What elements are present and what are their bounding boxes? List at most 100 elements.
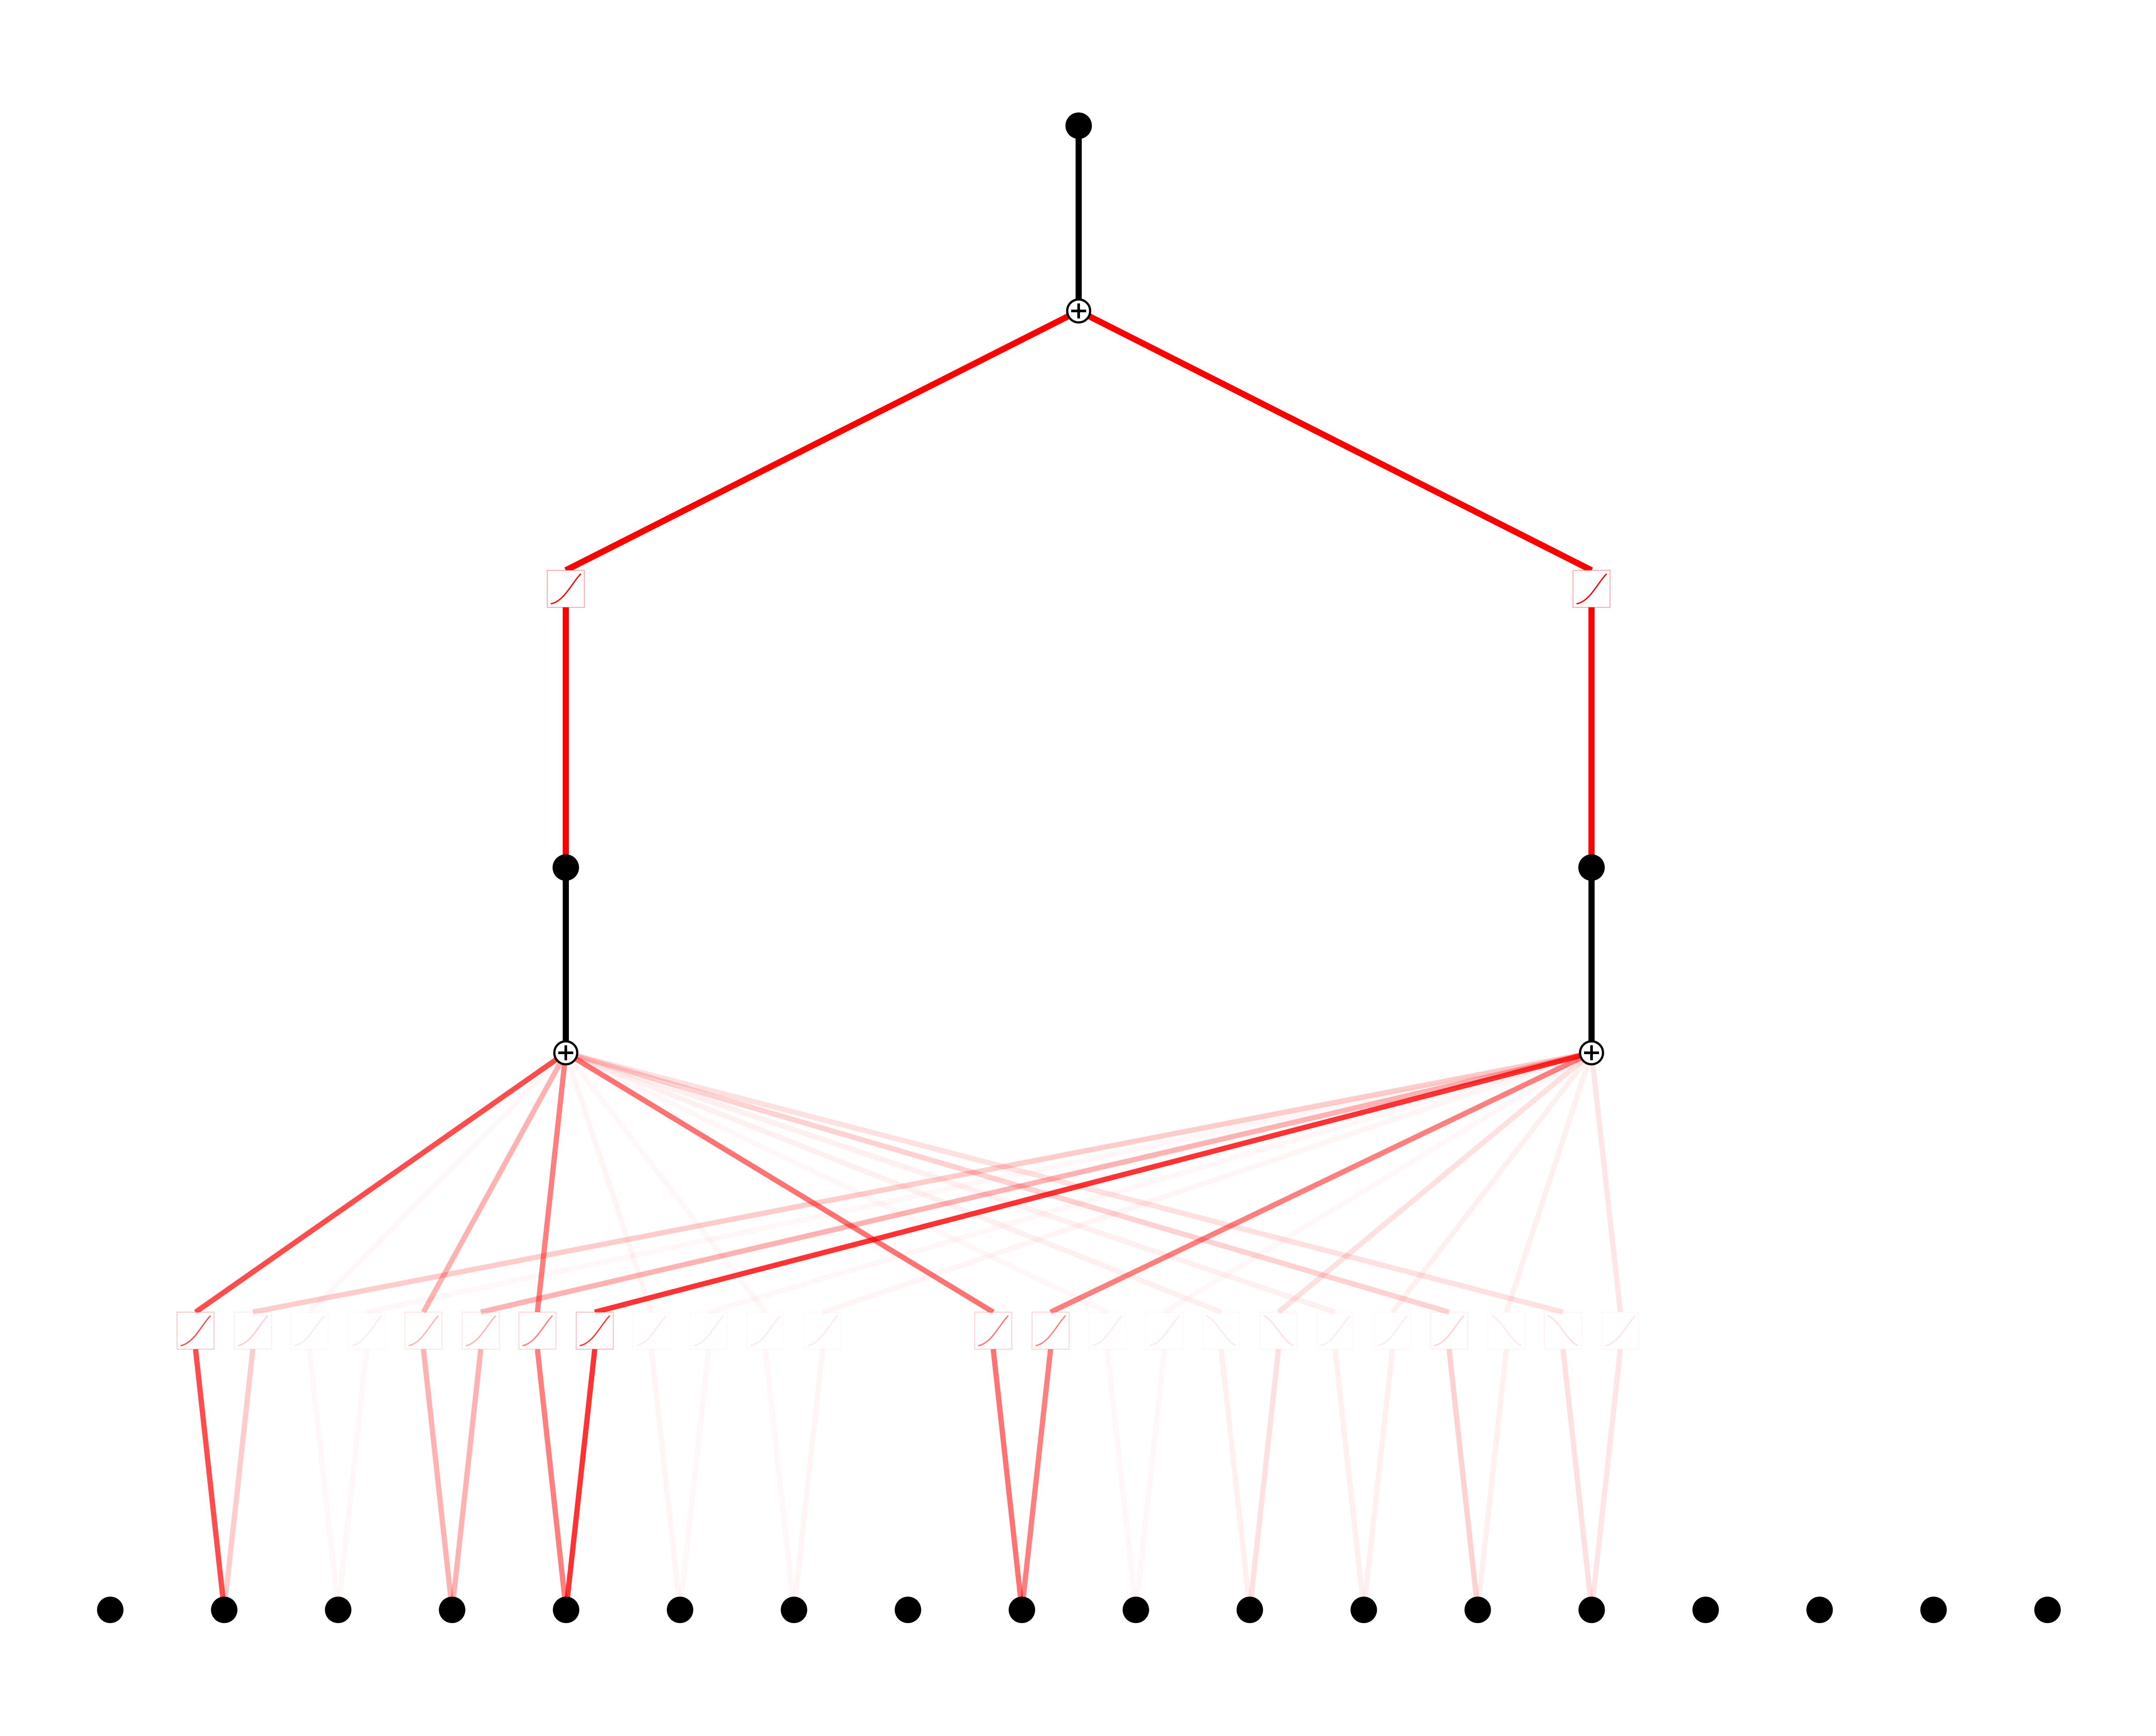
activation-box-in11-h1 [1374,1312,1411,1349]
activation-box-in13-h1-frame [1602,1312,1639,1349]
edge-input-10-to-box-h0 [1218,1349,1253,1610]
activation-box-in8-h0-curve [978,1315,1009,1347]
hidden-node-links [563,126,1595,1053]
activation-box-hidden-0-curve [550,573,582,605]
edge-box-3-to-hidden-0 [421,1051,568,1313]
edge-input-4-to-box-h1 [563,1349,598,1610]
activation-box-in2-h0-frame [291,1312,328,1349]
input-node-13 [1578,1597,1605,1623]
input-node-17 [2034,1597,2061,1623]
edge-box-10-to-hidden-1 [1277,1051,1593,1314]
activation-box-in12-h1-curve [1491,1315,1522,1347]
activation-box-in10-h1 [1259,1312,1298,1350]
activation-box-in10-h0-frame [1203,1312,1240,1349]
activation-box-in9-h1-frame [1146,1312,1183,1349]
edge-box-6-to-hidden-1 [822,1050,1592,1315]
activation-box-in5-h0 [633,1312,670,1349]
activation-box-in8-h1 [1031,1312,1070,1350]
hidden-sum-node-0 [553,1040,579,1066]
edge-box-8-to-hidden-0 [564,1050,995,1315]
activation-box-in2-h0-curve [294,1315,325,1347]
input-node-12 [1464,1597,1491,1623]
activation-box-in8-h0 [974,1312,1013,1350]
activation-box-in10-h1-frame [1259,1312,1298,1350]
activation-box-in13-h0-curve [1547,1315,1578,1347]
edge-box-13-to-hidden-1 [1589,1052,1623,1313]
hidden-node-1 [1578,854,1605,881]
activation-box-in2-h0 [291,1312,328,1349]
edge-box-12-to-hidden-0 [565,1050,1450,1315]
edge-input-11-to-box-h1 [1361,1349,1395,1610]
activation-box-in6-h0 [747,1312,784,1349]
activation-box-in3-h1 [462,1312,500,1350]
input-node-11 [1350,1597,1377,1623]
network-nodes [97,112,2061,1623]
edge-box-1-to-output-sum [1077,308,1593,573]
activation-box-in3-h0 [404,1312,443,1350]
activation-box-in3-h1-curve [465,1315,497,1347]
activation-function-boxes [176,570,1639,1350]
activation-box-in12-h0-curve [1434,1315,1465,1347]
activation-box-in1-h1-frame [234,1312,272,1350]
edge-box-4-to-hidden-0 [534,1052,568,1313]
edge-input-8-to-box-h1 [1019,1349,1054,1610]
output-node [1065,112,1092,139]
input-node-6 [781,1597,807,1623]
edge-input-12-to-box-h0 [1446,1349,1480,1610]
activation-box-in4-h0-curve [522,1315,553,1347]
input-node-5 [667,1597,694,1623]
edge-box-8-to-hidden-1 [1049,1050,1593,1315]
edge-input-13-to-box-h0 [1560,1349,1595,1610]
edge-input-3-to-box-h0 [421,1349,455,1610]
hidden-node-0 [553,854,579,881]
edge-input-8-to-box-h0 [990,1349,1025,1610]
activation-box-in11-h0 [1316,1312,1354,1349]
activation-box-in4-h0 [518,1312,557,1350]
edge-box-12-to-hidden-1 [1504,1052,1594,1313]
input-node-2 [325,1597,351,1623]
input-node-10 [1237,1597,1263,1623]
edge-input-5-to-box-h0 [649,1349,683,1610]
input-node-0 [97,1597,123,1623]
activation-box-in13-h0 [1544,1312,1582,1350]
output-sum-node [1066,298,1091,324]
activation-box-in1-h1 [234,1312,272,1350]
activation-box-in4-h1-curve [579,1315,610,1347]
activation-box-in1-h0-curve [180,1315,211,1347]
input-node-15 [1806,1597,1833,1623]
activation-box-in3-h0-frame [404,1312,443,1350]
edge-box-10-to-hidden-0 [564,1050,1222,1315]
input-node-7 [894,1597,921,1623]
activation-box-in9-h1-curve [1149,1315,1180,1347]
input-node-16 [1920,1597,1947,1623]
edge-input-12-to-box-h1 [1475,1349,1509,1610]
activation-box-in10-h0 [1203,1312,1240,1349]
activation-box-in5-h0-curve [636,1315,667,1347]
activation-box-in2-h1-curve [351,1315,382,1347]
activation-box-in9-h0-frame [1088,1312,1126,1349]
edge-input-1-to-box-h0 [193,1349,227,1610]
input-node-4 [553,1597,579,1623]
edge-box-1-to-hidden-0 [194,1051,568,1314]
activation-box-in6-h0-curve [750,1315,781,1347]
input-node-3 [439,1597,466,1623]
edge-box-4-to-hidden-1 [594,1050,1592,1315]
activation-box-in1-h1-curve [238,1315,269,1347]
activation-box-in9-h0-curve [1092,1315,1123,1347]
edge-box-5-to-hidden-0 [563,1052,654,1313]
activation-box-in11-h0-curve [1320,1315,1351,1347]
activation-box-in11-h1-frame [1374,1312,1411,1349]
activation-box-in11-h1-curve [1377,1315,1408,1347]
activation-box-in12-h0-frame [1430,1312,1468,1350]
activation-box-in12-h1 [1487,1312,1525,1349]
activation-box-in13-h0-frame [1544,1312,1582,1350]
edge-input-13-to-box-h1 [1589,1349,1623,1610]
edge-box-3-to-hidden-1 [480,1050,1592,1315]
input-node-14 [1692,1597,1719,1623]
edge-input-11-to-box-h0 [1332,1349,1367,1610]
activation-box-in5-h0-frame [633,1312,670,1349]
activation-box-hidden-0 [547,570,585,608]
activation-box-in5-h1 [690,1312,728,1349]
activation-box-in10-h1-curve [1263,1315,1294,1347]
